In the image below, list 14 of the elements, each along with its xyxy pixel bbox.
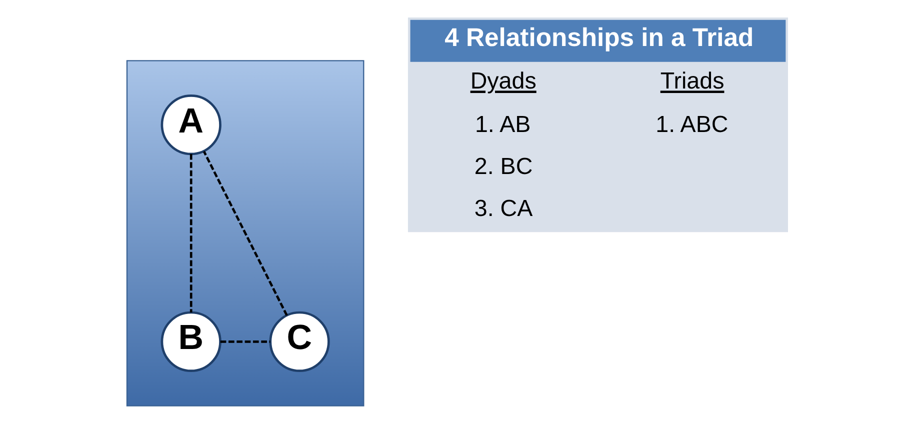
label: 1. ABC	[656, 110, 728, 137]
node-circle: B	[160, 311, 222, 372]
label: Dyads	[470, 68, 536, 94]
label: 3. CA	[474, 194, 533, 221]
node-circle: A	[160, 94, 222, 156]
label: 2. BC	[474, 152, 533, 179]
node-circle: C	[269, 311, 330, 372]
connector	[220, 340, 270, 343]
label: 1. AB	[474, 110, 531, 137]
connector	[190, 154, 192, 312]
cluster	[126, 60, 364, 406]
connector	[202, 150, 288, 316]
label: Triads	[660, 68, 724, 94]
label: 4 Relationships in a Triad	[444, 24, 754, 52]
